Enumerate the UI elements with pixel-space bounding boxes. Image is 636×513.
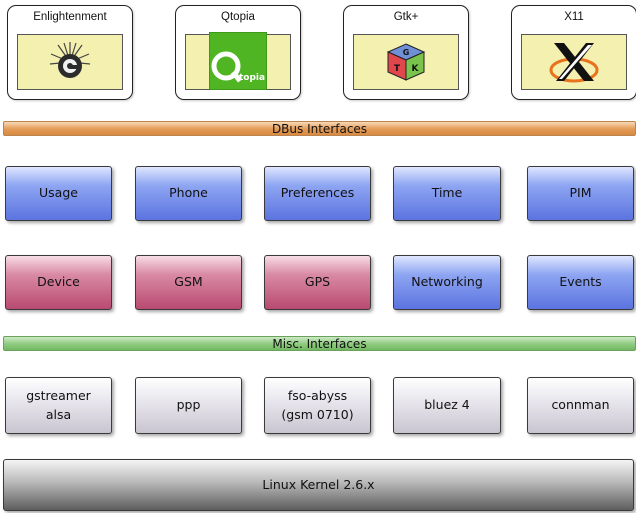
bluez-box: bluez 4 bbox=[393, 377, 501, 434]
app-qtopia: Qtopia topia bbox=[175, 5, 301, 100]
events-service-box: Events bbox=[527, 255, 634, 310]
pim-service-box: PIM bbox=[527, 166, 634, 221]
gsm-label: GSM bbox=[174, 274, 203, 290]
enlightenment-logo-icon bbox=[49, 42, 91, 78]
preferences-label: Preferences bbox=[280, 185, 355, 201]
app-screen bbox=[17, 34, 123, 90]
app-title: Enlightenment bbox=[33, 11, 107, 23]
events-label: Events bbox=[559, 274, 602, 290]
app-screen: topia bbox=[185, 32, 291, 90]
dbus-interfaces-bar: DBus Interfaces bbox=[3, 121, 636, 136]
time-label: Time bbox=[431, 185, 463, 201]
linux-kernel-label: Linux Kernel 2.6.x bbox=[262, 476, 375, 492]
fso-abyss-label: fso-abyss bbox=[287, 387, 348, 403]
gstreamer-label: gstreamer bbox=[26, 387, 91, 403]
x11-logo-icon bbox=[549, 43, 599, 83]
gtk-letter-g: G bbox=[403, 48, 410, 57]
phone-service-box: Phone bbox=[135, 166, 242, 221]
app-x11: X11 bbox=[511, 5, 636, 100]
app-title: Gtk+ bbox=[393, 11, 419, 23]
networking-service-box: Networking bbox=[393, 255, 501, 310]
gps-label: GPS bbox=[304, 274, 331, 290]
qtopia-logo-text: topia bbox=[239, 73, 265, 83]
pim-label: PIM bbox=[569, 185, 592, 201]
gtk-cube-logo-icon: G T K bbox=[386, 43, 426, 81]
alsa-label: alsa bbox=[45, 406, 72, 422]
ppp-box: ppp bbox=[135, 377, 242, 434]
phone-label: Phone bbox=[169, 185, 208, 201]
app-title: X11 bbox=[564, 11, 584, 23]
app-screen bbox=[521, 34, 627, 90]
app-gtk: Gtk+ G T K bbox=[343, 5, 469, 100]
connman-label: connman bbox=[551, 397, 610, 413]
app-screen: G T K bbox=[353, 34, 459, 90]
preferences-service-box: Preferences bbox=[264, 166, 371, 221]
gsm-0710-label: (gsm 0710) bbox=[281, 406, 354, 422]
app-enlightenment: Enlightenment bbox=[7, 5, 133, 100]
time-service-box: Time bbox=[393, 166, 501, 221]
app-title: Qtopia bbox=[221, 11, 255, 23]
qtopia-logo-icon: topia bbox=[209, 32, 267, 90]
connman-box: connman bbox=[527, 377, 634, 434]
linux-kernel-box: Linux Kernel 2.6.x bbox=[3, 459, 634, 511]
usage-label: Usage bbox=[39, 185, 78, 201]
networking-label: Networking bbox=[411, 274, 483, 290]
gtk-letter-k: K bbox=[412, 64, 420, 74]
gtk-letter-t: T bbox=[394, 64, 401, 74]
ppp-label: ppp bbox=[176, 397, 201, 413]
gsm-service-box: GSM bbox=[135, 255, 242, 310]
fso-abyss-box: fso-abyss (gsm 0710) bbox=[264, 377, 371, 434]
misc-interfaces-label: Misc. Interfaces bbox=[272, 336, 367, 351]
device-label: Device bbox=[37, 274, 80, 290]
gstreamer-alsa-box: gstreamer alsa bbox=[5, 377, 112, 434]
usage-service-box: Usage bbox=[5, 166, 112, 221]
misc-interfaces-bar: Misc. Interfaces bbox=[3, 336, 636, 351]
gps-service-box: GPS bbox=[264, 255, 371, 310]
device-service-box: Device bbox=[5, 255, 112, 310]
bluez-label: bluez 4 bbox=[424, 397, 470, 413]
dbus-interfaces-label: DBus Interfaces bbox=[271, 121, 368, 136]
